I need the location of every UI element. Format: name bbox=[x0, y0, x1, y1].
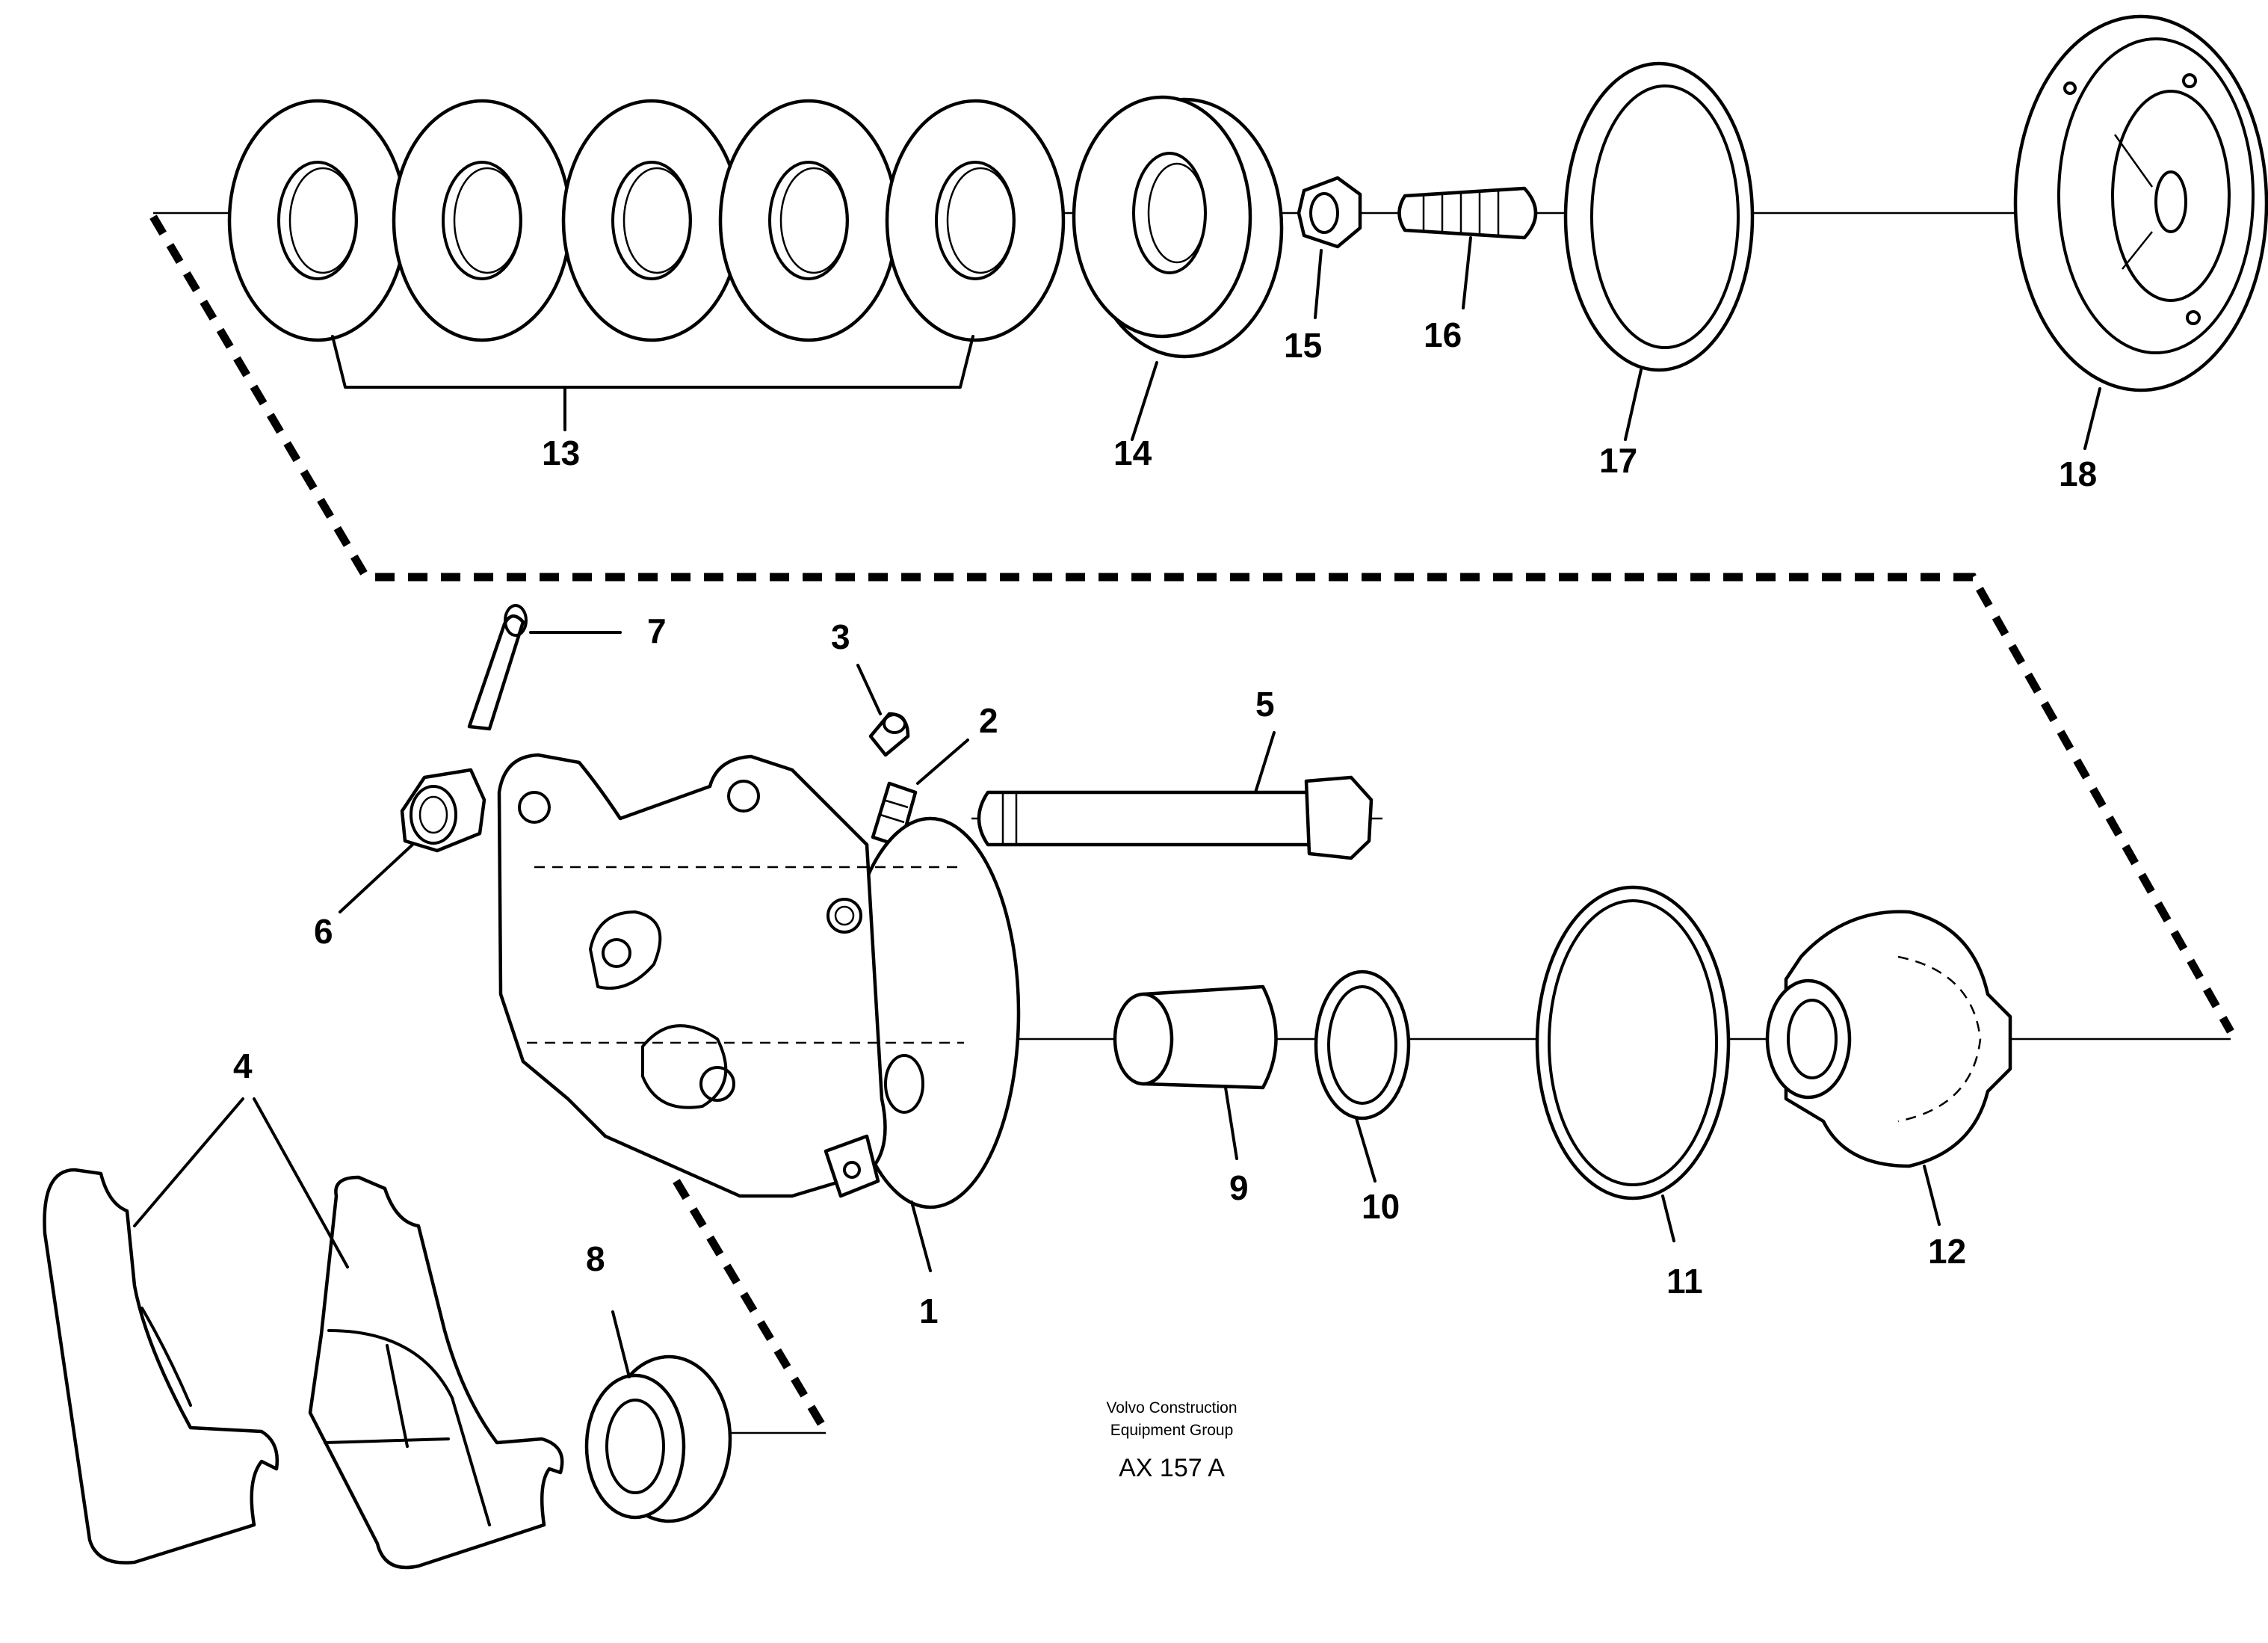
callout-12: 12 bbox=[1928, 1232, 1966, 1271]
callout-3: 3 bbox=[831, 617, 850, 656]
callout-2: 2 bbox=[979, 701, 998, 740]
callout-14: 14 bbox=[1113, 434, 1152, 472]
callout-7: 7 bbox=[647, 611, 667, 650]
part-18-cover bbox=[2013, 14, 2268, 450]
company-name-line2: Equipment Group bbox=[1110, 1422, 1234, 1439]
part-7-cotter-pin bbox=[467, 604, 622, 731]
part-9-piston bbox=[1113, 984, 1278, 1160]
callout-17: 17 bbox=[1599, 441, 1637, 480]
callout-1: 1 bbox=[919, 1292, 939, 1331]
callout-13: 13 bbox=[542, 434, 580, 472]
spring-washer bbox=[718, 99, 899, 342]
callout-10: 10 bbox=[1362, 1187, 1400, 1226]
part-15-nut bbox=[1297, 176, 1362, 319]
part-4-brake-pads bbox=[43, 1097, 564, 1570]
spring-washer bbox=[392, 99, 572, 342]
part-6-castle-nut bbox=[339, 768, 486, 913]
part-13-spring-washers bbox=[227, 99, 1066, 431]
callout-labels: 1 2 3 4 5 6 7 8 9 10 11 12 13 14 15 16 1… bbox=[233, 315, 2097, 1331]
callout-9: 9 bbox=[1229, 1168, 1249, 1207]
part-16-set-screw bbox=[1397, 186, 1538, 309]
part-5-bolt bbox=[977, 731, 1374, 860]
spring-washer bbox=[885, 99, 1066, 342]
callout-6: 6 bbox=[314, 912, 333, 951]
callout-16: 16 bbox=[1424, 315, 1462, 354]
callout-4: 4 bbox=[233, 1046, 253, 1085]
part-3-bleeder-cap bbox=[856, 664, 910, 757]
part-10-seal-ring bbox=[1314, 970, 1411, 1183]
assembly-boundary-dashed bbox=[149, 215, 2234, 1434]
callout-5: 5 bbox=[1255, 685, 1275, 724]
callout-8: 8 bbox=[586, 1239, 605, 1278]
spring-washer bbox=[227, 99, 408, 342]
drawing-footer: Volvo Construction Equipment Group AX 15… bbox=[1106, 1399, 1237, 1482]
spring-washer bbox=[561, 99, 742, 342]
callout-18: 18 bbox=[2059, 454, 2097, 493]
part-8-seal bbox=[584, 1310, 732, 1523]
drawing-code: AX 157 A bbox=[1119, 1454, 1225, 1482]
callout-15: 15 bbox=[1284, 326, 1322, 365]
part-14-thrust-washer bbox=[1072, 95, 1284, 441]
part-11-seal-ring bbox=[1535, 885, 1731, 1242]
company-name-line1: Volvo Construction bbox=[1106, 1399, 1237, 1417]
callout-11: 11 bbox=[1666, 1262, 1703, 1301]
part-17-ring bbox=[1563, 61, 1755, 441]
part-12-dust-boot bbox=[1765, 910, 2012, 1226]
part-1-caliper-housing bbox=[497, 753, 1021, 1272]
